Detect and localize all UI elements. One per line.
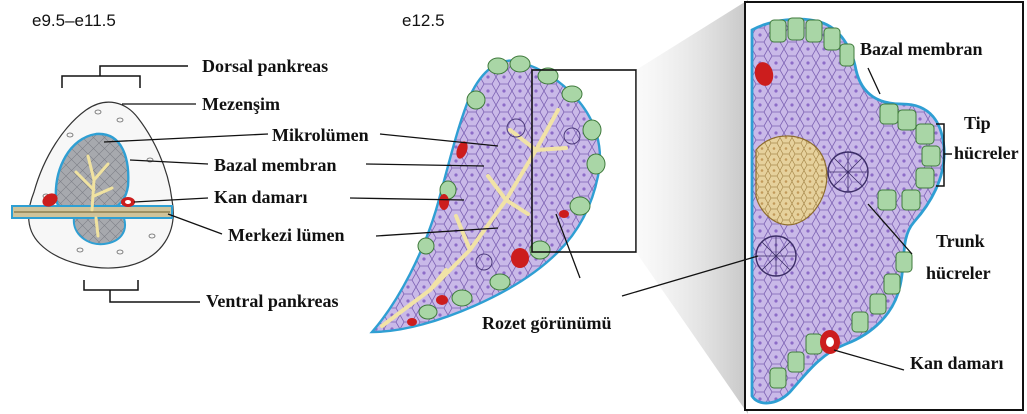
label-blood-vessel-left: Kan damarı — [214, 188, 308, 206]
ventral-bracket — [84, 280, 200, 302]
zoom-beam — [636, 0, 748, 414]
label-microlumen: Mikrolümen — [272, 126, 369, 144]
stage-label-middle: e12.5 — [402, 12, 445, 29]
label-rosette: Rozet görünümü — [482, 314, 612, 332]
stage-label-left: e9.5–e11.5 — [32, 12, 116, 29]
label-ventral-pancreas: Ventral pankreas — [206, 292, 339, 310]
early-pancreas-drawing — [12, 102, 173, 268]
label-tip-line2: hücreler — [954, 144, 1019, 162]
label-mesenchyme: Mezenşim — [202, 95, 280, 113]
label-blood-vessel-right: Kan damarı — [910, 354, 1004, 372]
label-trunk-line2: hücreler — [926, 264, 991, 282]
label-trunk-line1: Trunk — [936, 232, 985, 250]
label-tip-line1: Tip — [964, 114, 991, 132]
label-dorsal-pancreas: Dorsal pankreas — [202, 57, 328, 75]
label-basal-membrane-left: Bazal membran — [214, 156, 336, 174]
label-central-lumen: Merkezi lümen — [228, 226, 344, 244]
e12-pancreas-drawing — [372, 56, 605, 332]
dorsal-bracket — [62, 66, 188, 88]
label-basal-membrane-right: Bazal membran — [860, 40, 982, 58]
